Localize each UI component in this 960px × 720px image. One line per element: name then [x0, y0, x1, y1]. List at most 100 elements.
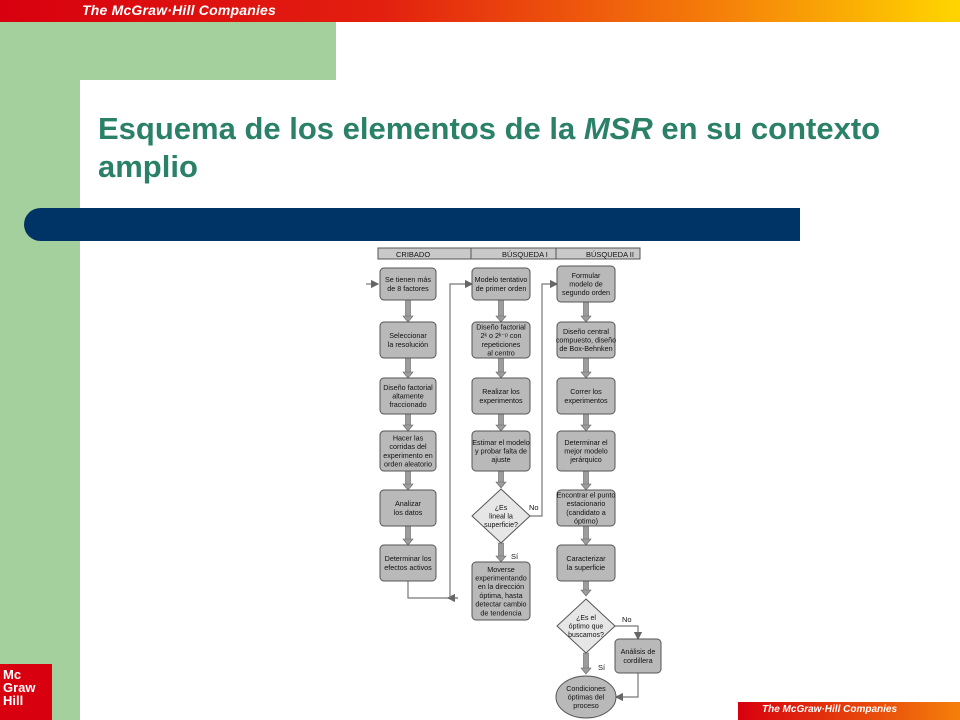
col2-node-1: [471, 321, 531, 359]
col3-arrow-2: [583, 413, 589, 427]
col1-node-3: [379, 430, 437, 472]
col1-node-1: [379, 321, 437, 359]
phase-header: [377, 247, 641, 260]
header-brand: The McGraw·Hill Companies: [82, 2, 277, 18]
col1-arrow-3-head: [402, 483, 414, 491]
logo-line-2: Graw: [3, 680, 36, 695]
logo-line-1: Mc: [3, 667, 22, 682]
col3-arrow-2-head: [580, 424, 592, 432]
col2-arrow-3-head: [495, 481, 507, 489]
optimo-no-connector: [615, 625, 643, 641]
decision-optimo: [556, 598, 616, 654]
slide-title: Esquema de los elementos de la MSR en su…: [98, 110, 898, 186]
col1-arrow-4: [405, 525, 411, 541]
ridge-to-final: [614, 673, 639, 702]
left-sidebar-band: [0, 22, 80, 720]
decision-lineal: [471, 488, 531, 544]
col2-arrow-1-head: [495, 371, 507, 379]
col3-arrow-1-head: [580, 371, 592, 379]
col1-node-5: [379, 544, 437, 582]
col1-node-4: [379, 489, 437, 527]
label-si-1: Sí: [511, 552, 519, 561]
col3-node-0: [556, 265, 616, 303]
final-node: [555, 675, 617, 719]
ridge-node: [614, 638, 662, 674]
col3-arrow-0-head: [580, 315, 592, 323]
col2-node-0: [471, 267, 531, 301]
col1-node-0: [379, 267, 437, 301]
phase-label-0: CRIBADO: [396, 250, 430, 259]
col2-arrow-1: [498, 357, 504, 374]
col3-arrow-si: [583, 652, 589, 670]
col1-arrow-0-head: [402, 315, 414, 323]
lineal-no-connector: [530, 279, 559, 517]
col1-arrow-2-head: [402, 424, 414, 432]
col3-node-5: [556, 544, 616, 582]
label-si-2: Sí: [598, 663, 606, 672]
col2-arrow-si: [498, 542, 504, 558]
title-text-2: en su contexto amplio: [98, 111, 881, 184]
col1-arrow-3: [405, 470, 411, 486]
col2-arrow-0-head: [495, 315, 507, 323]
col1-to-col2-up: [449, 279, 474, 598]
col2-node-move: [471, 561, 531, 621]
col2-arrow-0: [498, 299, 504, 318]
footer-brand: The McGraw·Hill Companies: [762, 704, 898, 715]
col2-arrow-2: [498, 413, 504, 427]
col3-node-2: [556, 377, 616, 415]
col3-arrow-5: [583, 580, 589, 592]
col3-node-1: [556, 321, 616, 359]
bottom-banner: The McGraw·Hill Companies: [738, 702, 960, 720]
col3-arrow-0: [583, 301, 589, 318]
col3-arrow-3: [583, 470, 589, 486]
label-no-1: No: [529, 503, 539, 512]
logo-line-3: Hill: [3, 693, 24, 708]
col2-arrow-3: [498, 470, 504, 484]
col3-node-4: [556, 489, 616, 527]
col2-arrow-si-head: [495, 555, 507, 563]
col1-arrow-4-head: [402, 538, 414, 546]
flow-connectors: [366, 279, 643, 702]
title-text-1: Esquema de los elementos de la: [98, 111, 584, 146]
col1-arrow-1-head: [402, 371, 414, 379]
col2-arrow-2-head: [495, 424, 507, 432]
phase-label-1: BÚSQUEDA I: [502, 250, 548, 259]
col3-arrow-1: [583, 357, 589, 374]
col2-node-2: [471, 377, 531, 415]
col2-node-3: [471, 430, 531, 472]
title-emphasis: MSR: [583, 111, 653, 146]
mcgraw-hill-logo: Mc Graw Hill: [0, 664, 52, 720]
label-no-2: No: [622, 615, 632, 624]
col3-arrow-4-head: [580, 538, 592, 546]
col3-arrow-4: [583, 525, 589, 541]
top-green-band: [80, 22, 336, 80]
col3-node-3: [556, 430, 616, 472]
title-underline-bar: [24, 208, 800, 241]
col1-arrow-0: [405, 299, 411, 318]
col1-arrow-1: [405, 357, 411, 374]
col3-arrow-si-head: [580, 667, 592, 675]
col3-arrow-5-head: [580, 589, 592, 597]
